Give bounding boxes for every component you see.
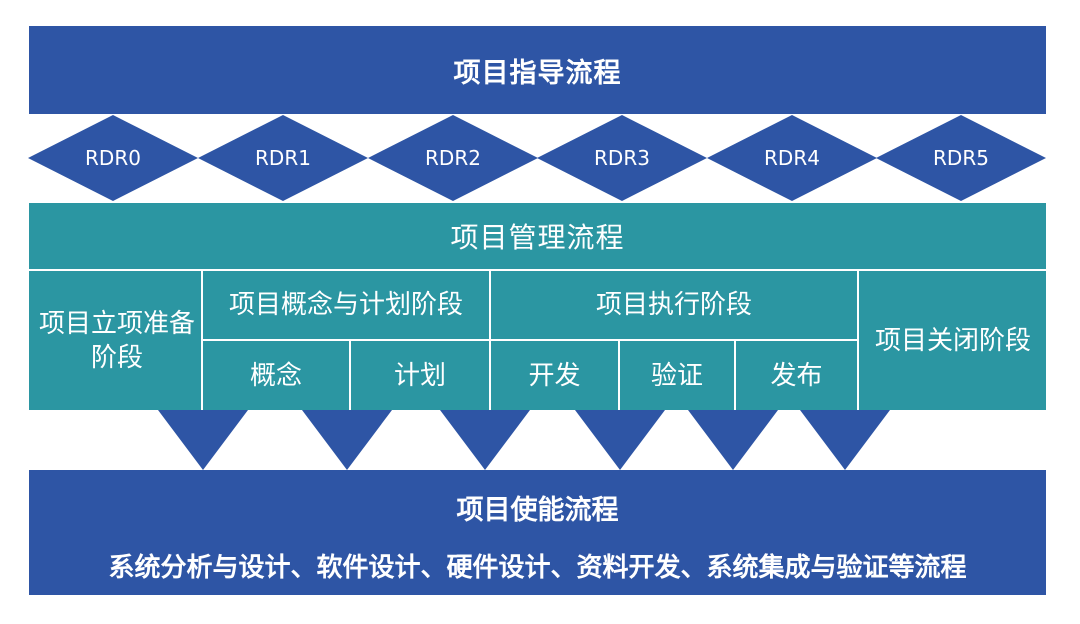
rdr-diamond (198, 115, 368, 201)
divider-horizontal (29, 269, 1046, 271)
divider-vertical (349, 339, 351, 410)
enable-process-title: 项目使能流程 (456, 494, 619, 526)
prep-stage-cell: 项目立项准备阶段 (38, 308, 195, 373)
enable-process-bar: 项目使能流程 系统分析与设计、软件设计、硬件设计、资料开发、系统集成与验证等流程 (29, 470, 1046, 595)
concept-plan-stage-cell: 项目概念与计划阶段 (228, 290, 463, 320)
plan-cell: 计划 (393, 360, 446, 391)
divider-horizontal (201, 339, 857, 341)
guide-process-title: 项目指导流程 (453, 57, 622, 89)
down-arrow-triangle (688, 410, 778, 470)
divider-vertical (618, 339, 620, 410)
rdr-diamond (537, 115, 707, 201)
divider-vertical (857, 269, 859, 410)
develop-cell: 开发 (528, 360, 581, 391)
rdr-label: RDR3 (594, 146, 650, 170)
rdr-label: RDR4 (764, 146, 820, 170)
rdr-diamond (876, 115, 1046, 201)
execution-stage-cell: 项目执行阶段 (595, 290, 752, 320)
concept-cell: 概念 (249, 360, 302, 391)
verify-cell: 验证 (650, 360, 703, 391)
down-arrow-triangle (800, 410, 890, 470)
management-title: 项目管理流程 (450, 221, 625, 254)
rdr-label: RDR1 (255, 146, 311, 170)
rdr-diamond (707, 115, 877, 201)
close-stage-cell: 项目关闭阶段 (874, 325, 1031, 356)
guide-process-bar: 项目指导流程 (29, 26, 1046, 114)
rdr-label: RDR2 (425, 146, 481, 170)
down-arrow-triangle (158, 410, 248, 470)
management-block: 项目管理流程 项目立项准备阶段 项目概念与计划阶段 概念 计划 项目执行阶段 开… (29, 203, 1046, 410)
rdr-diamond (368, 115, 538, 201)
rdr-diamond (28, 115, 198, 201)
down-arrow-triangle (302, 410, 392, 470)
rdr-label: RDR5 (933, 146, 989, 170)
down-arrow-triangle (575, 410, 665, 470)
rdr-label: RDR0 (85, 146, 141, 170)
down-arrow-triangle (440, 410, 530, 470)
divider-vertical (734, 339, 736, 410)
enable-process-subtitle: 系统分析与设计、软件设计、硬件设计、资料开发、系统集成与验证等流程 (108, 552, 967, 583)
release-cell: 发布 (770, 360, 823, 391)
